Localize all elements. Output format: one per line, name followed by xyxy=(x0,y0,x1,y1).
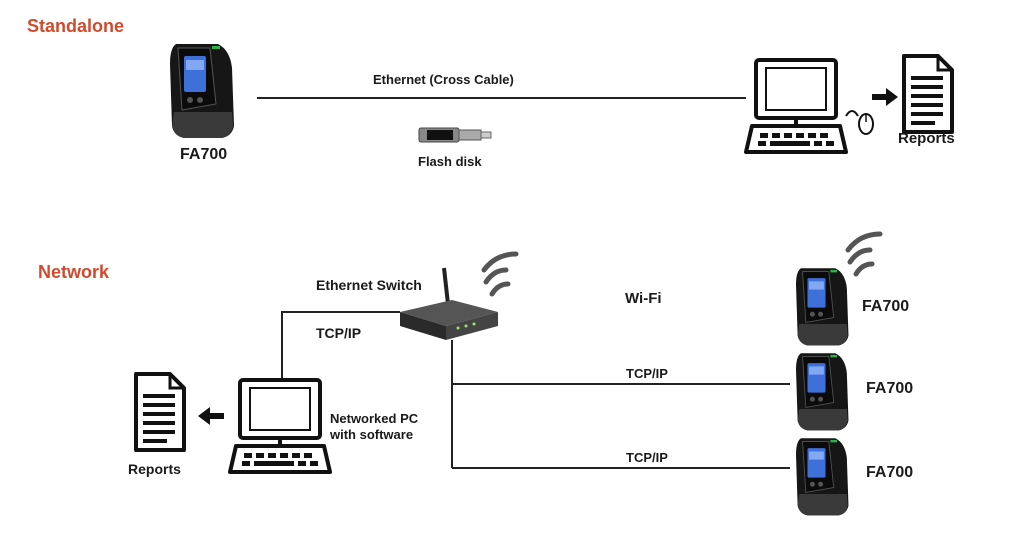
standalone-device-label: FA700 xyxy=(180,146,228,163)
standalone-reports-label: Reports xyxy=(898,130,955,147)
flash-disk-label: Flash disk xyxy=(418,154,482,169)
network-device-label-2: FA700 xyxy=(866,380,914,397)
networked-pc-label-line2: with software xyxy=(330,427,414,442)
networked-pc-label-line1: Networked PC xyxy=(330,411,419,426)
flash-disk-icon xyxy=(418,127,492,143)
networked-pc-icon xyxy=(228,378,332,474)
network-device-label-1: FA700 xyxy=(862,298,910,315)
pc-tcpip-label: TCP/IP xyxy=(316,325,362,341)
tcpip-link-label-3: TCP/IP xyxy=(626,450,668,465)
switch-to-pc-line xyxy=(281,311,400,378)
standalone-reports-icon xyxy=(902,54,954,134)
standalone-mouse-icon xyxy=(845,110,874,135)
ethernet-cross-cable-label: Ethernet (Cross Cable) xyxy=(373,72,514,87)
network-section-title: Network xyxy=(38,262,110,282)
standalone-computer-icon xyxy=(744,58,848,154)
network-arrow-icon xyxy=(198,407,224,425)
network-fa700-device-2 xyxy=(795,352,849,431)
network-reports-icon xyxy=(134,372,186,452)
device-wifi-icon xyxy=(848,234,880,274)
network-reports-label: Reports xyxy=(128,461,181,477)
standalone-section-title: Standalone xyxy=(27,16,125,36)
switch-wifi-icon xyxy=(484,254,516,294)
standalone-fa700-device xyxy=(169,43,235,139)
network-device-label-3: FA700 xyxy=(866,464,914,481)
standalone-arrow-icon xyxy=(872,88,898,106)
network-fa700-device-1 xyxy=(795,267,849,346)
tcpip-link-label-2: TCP/IP xyxy=(626,366,668,381)
ethernet-switch-label: Ethernet Switch xyxy=(316,277,422,293)
ethernet-switch-icon xyxy=(400,267,498,340)
network-fa700-device-3 xyxy=(795,437,849,516)
wifi-label: Wi-Fi xyxy=(625,290,662,307)
